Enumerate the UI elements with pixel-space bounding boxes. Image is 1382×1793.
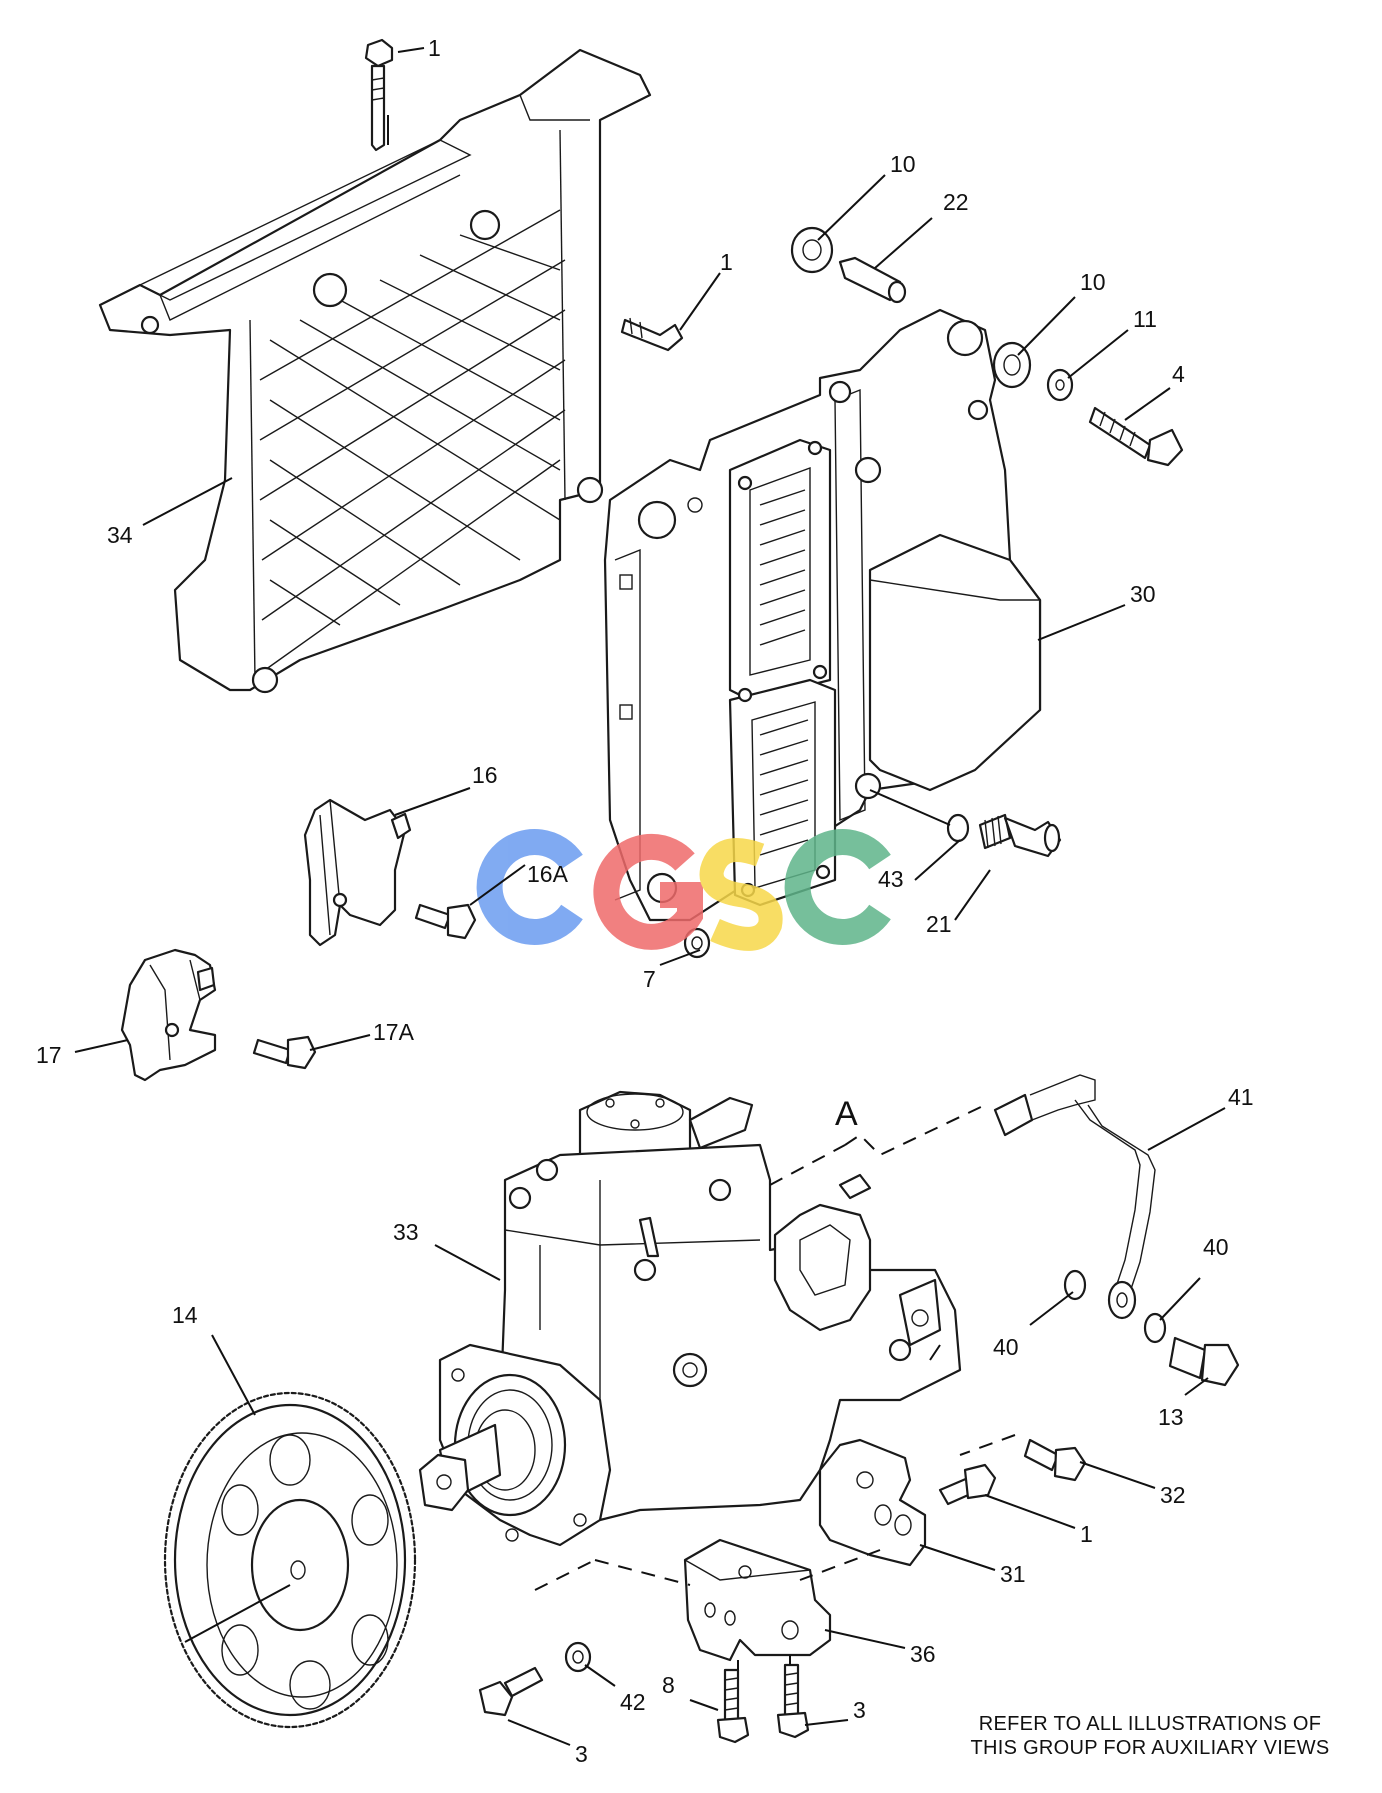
callout-40-b: 40: [993, 1334, 1019, 1360]
bolt-16a: [414, 903, 477, 940]
callout-17: 17: [36, 1042, 62, 1068]
callout-1-mid: 1: [720, 249, 733, 275]
bracket-31: [818, 1438, 927, 1567]
callout-8: 8: [662, 1672, 675, 1698]
sensor-21: [978, 813, 1062, 858]
callout-21: 21: [926, 911, 952, 937]
dashed-assembly-lines: [534, 1104, 1016, 1670]
clamp-17: [120, 948, 217, 1082]
callout-16a: 16A: [527, 861, 569, 887]
ecm-30: [603, 308, 1042, 922]
callout-14: 14: [172, 1302, 198, 1328]
callout-13: 13: [1158, 1404, 1184, 1430]
callout-7: 7: [643, 966, 656, 992]
callout-33: 33: [393, 1219, 419, 1245]
callout-32: 32: [1160, 1482, 1186, 1508]
fuel-line-41: [993, 1074, 1156, 1320]
washer-11: [1046, 368, 1074, 402]
watermark-letter-s: [699, 838, 783, 951]
callout-10-a: 10: [890, 151, 916, 177]
bolt-1-bottom: [938, 1463, 997, 1506]
oring-43: [946, 813, 970, 843]
callout-16: 16: [472, 762, 498, 788]
callout-42: 42: [620, 1689, 646, 1715]
bolt-3-left: [478, 1666, 544, 1717]
grommet-10-b: [992, 341, 1032, 389]
callout-41: 41: [1228, 1084, 1254, 1110]
spacer-22: [838, 256, 907, 304]
bolt-1-top: [364, 38, 394, 152]
washer-42: [564, 1641, 592, 1673]
bolt-3-right: [776, 1663, 810, 1739]
callout-34: 34: [107, 522, 133, 548]
callout-a: A: [835, 1095, 858, 1133]
callout-17a: 17A: [373, 1019, 415, 1045]
bolt-4: [1088, 406, 1184, 467]
bolt-13: [1168, 1336, 1240, 1387]
grommet-10-a: [790, 226, 834, 274]
callout-11: 11: [1133, 306, 1157, 332]
bracket-34: [98, 48, 652, 694]
bolt-32: [1023, 1438, 1087, 1482]
auxiliary-views-note: REFER TO ALL ILLUSTRATIONS OF THIS GROUP…: [940, 1712, 1360, 1760]
washer-7: [683, 927, 711, 959]
callout-30: 30: [1130, 581, 1156, 607]
callout-4: 4: [1172, 361, 1185, 387]
note-line-1: REFER TO ALL ILLUSTRATIONS OF: [978, 1713, 1322, 1735]
watermark-letter-g: [593, 833, 703, 950]
washer-40-a: [1063, 1269, 1087, 1301]
note-line-2: THIS GROUP FOR AUXILIARY VIEWS: [970, 1737, 1330, 1759]
callout-1-top: 1: [428, 35, 441, 61]
leader-lines: [74, 47, 1226, 1746]
callout-3-right: 3: [853, 1697, 866, 1723]
callout-43: 43: [878, 866, 904, 892]
callout-22: 22: [943, 189, 969, 215]
callout-36: 36: [910, 1641, 936, 1667]
pump-33: [418, 1090, 962, 1547]
watermark-letter-c2: [784, 829, 891, 945]
callout-40-a: 40: [1203, 1234, 1229, 1260]
clip-16: [303, 798, 412, 947]
callout-labels: 1 1 10 22 10 11 4 34 30 16 16A 43 21 7 1…: [36, 35, 1254, 1767]
bolt-8: [716, 1668, 750, 1744]
watermark-letter-c1: [476, 829, 583, 945]
callout-31: 31: [1000, 1561, 1026, 1587]
washer-40-b: [1143, 1312, 1167, 1344]
watermark-cgsc: [476, 829, 891, 951]
bracket-36: [683, 1538, 832, 1662]
callout-10-b: 10: [1080, 269, 1106, 295]
bolt-1-mid: [620, 317, 684, 352]
bolt-17a: [252, 1035, 317, 1070]
callout-1-bottom: 1: [1080, 1521, 1093, 1547]
callout-3-left: 3: [575, 1741, 588, 1767]
gear-14: [163, 1391, 417, 1729]
